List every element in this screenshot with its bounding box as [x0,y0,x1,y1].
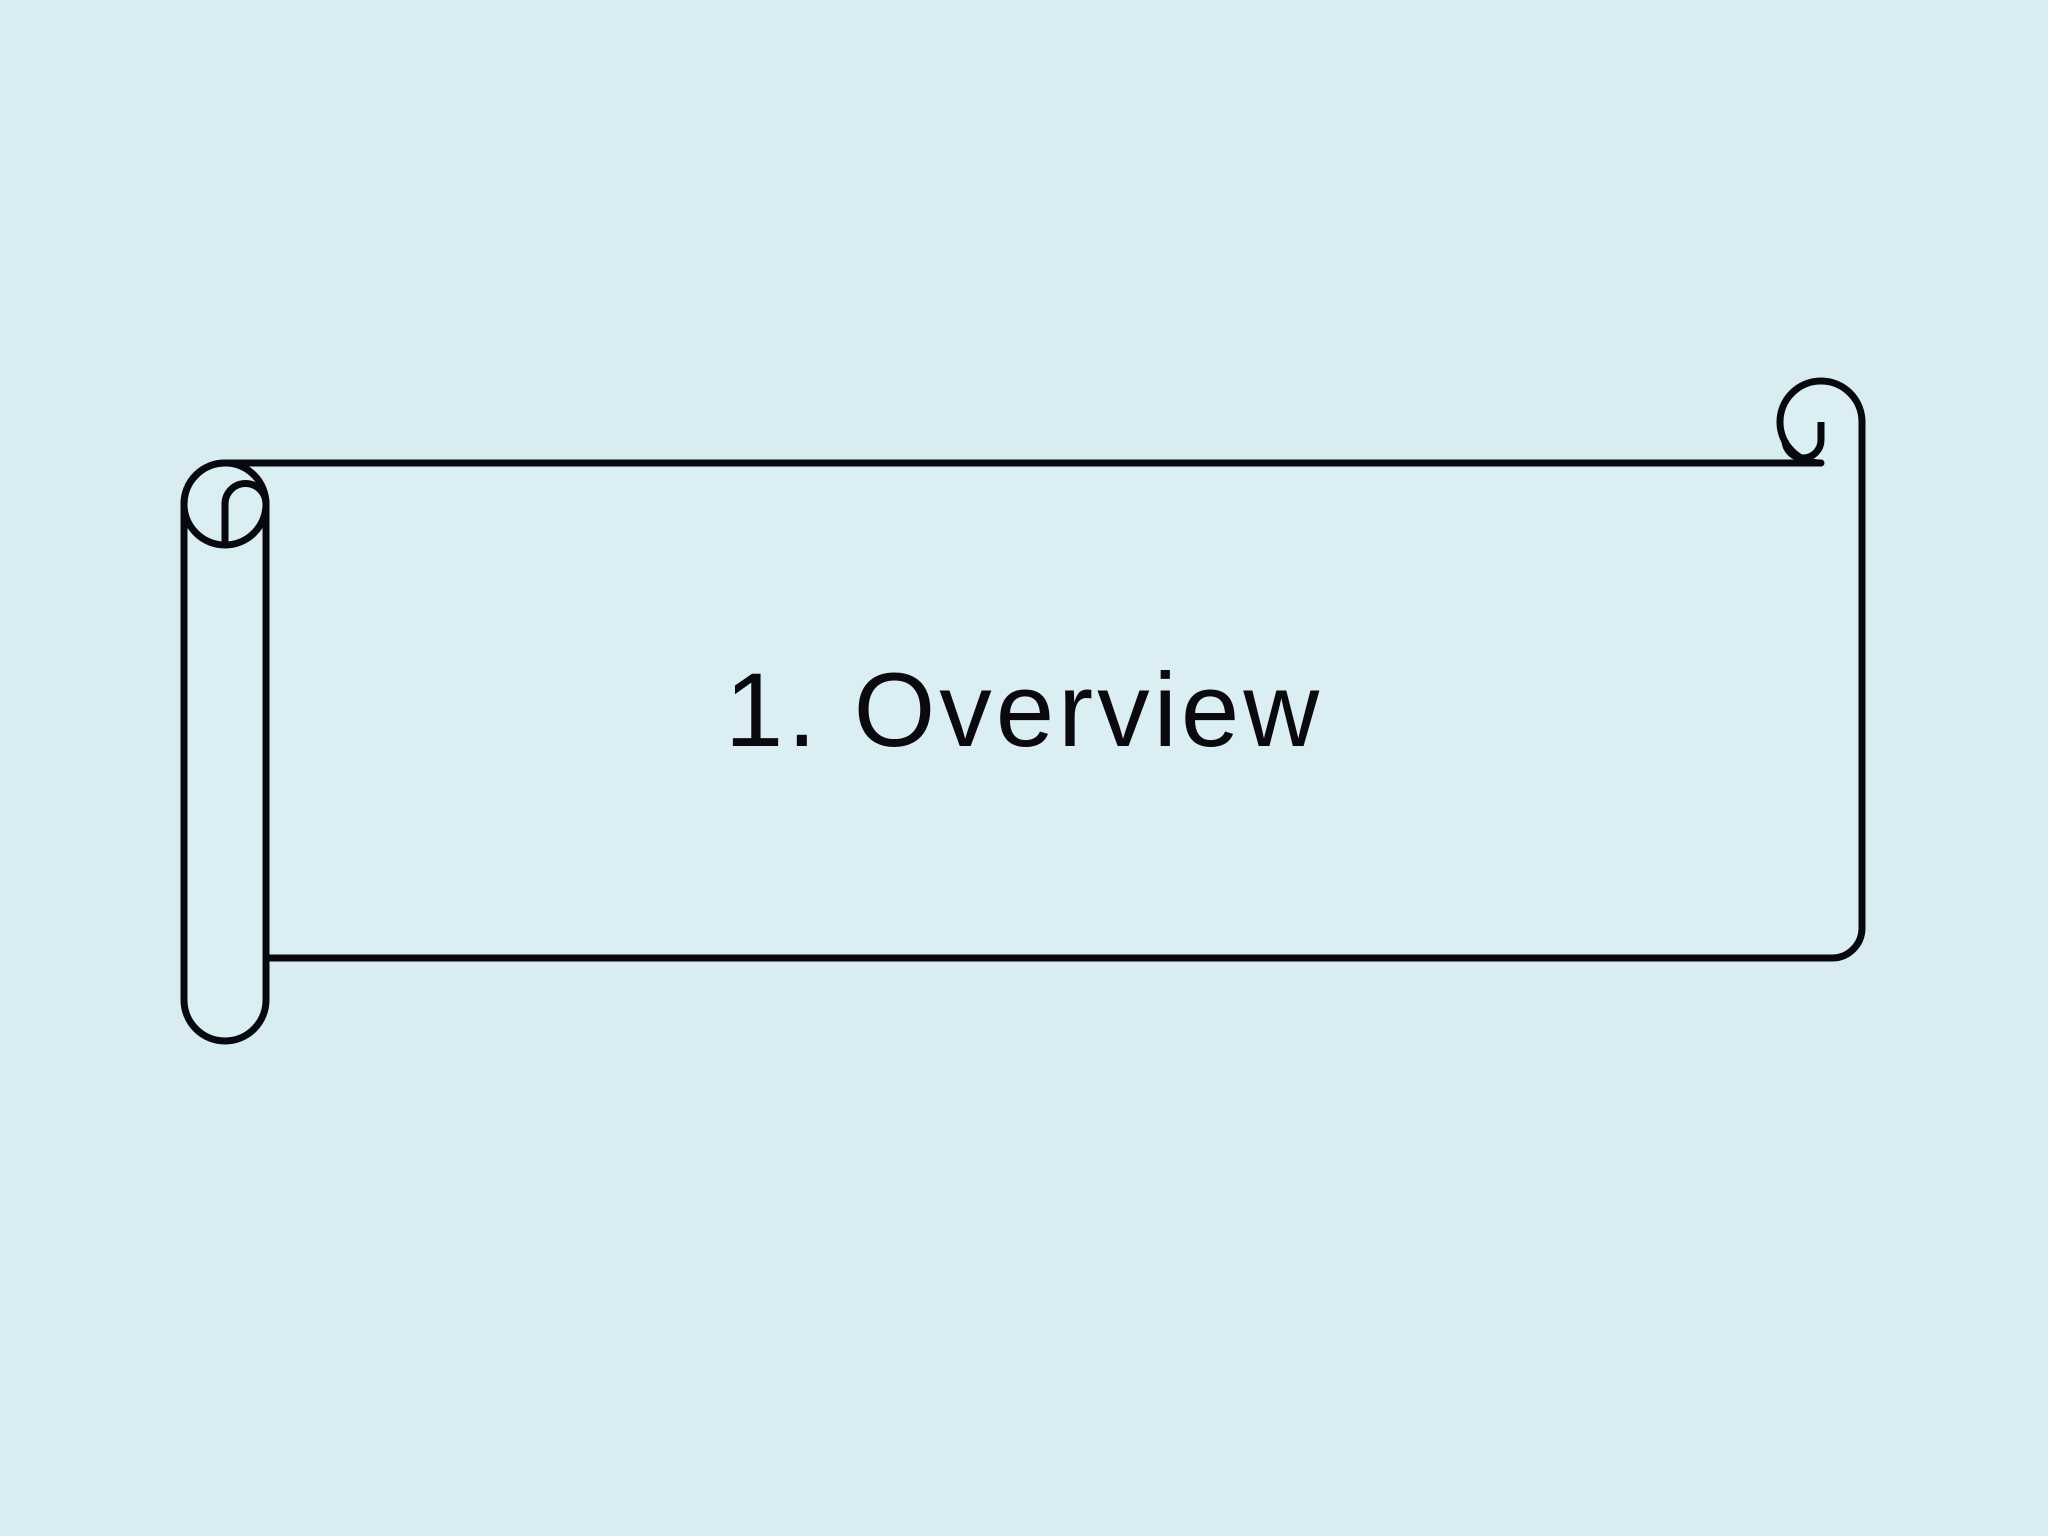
scroll-right-curl-hook [1781,422,1825,462]
scroll-left-roll-curl [221,480,270,958]
banner-title: 1. Overview [724,651,1324,769]
scroll-outline [180,377,1866,1045]
banner-title-wrap: 1. Overview [0,463,2048,958]
